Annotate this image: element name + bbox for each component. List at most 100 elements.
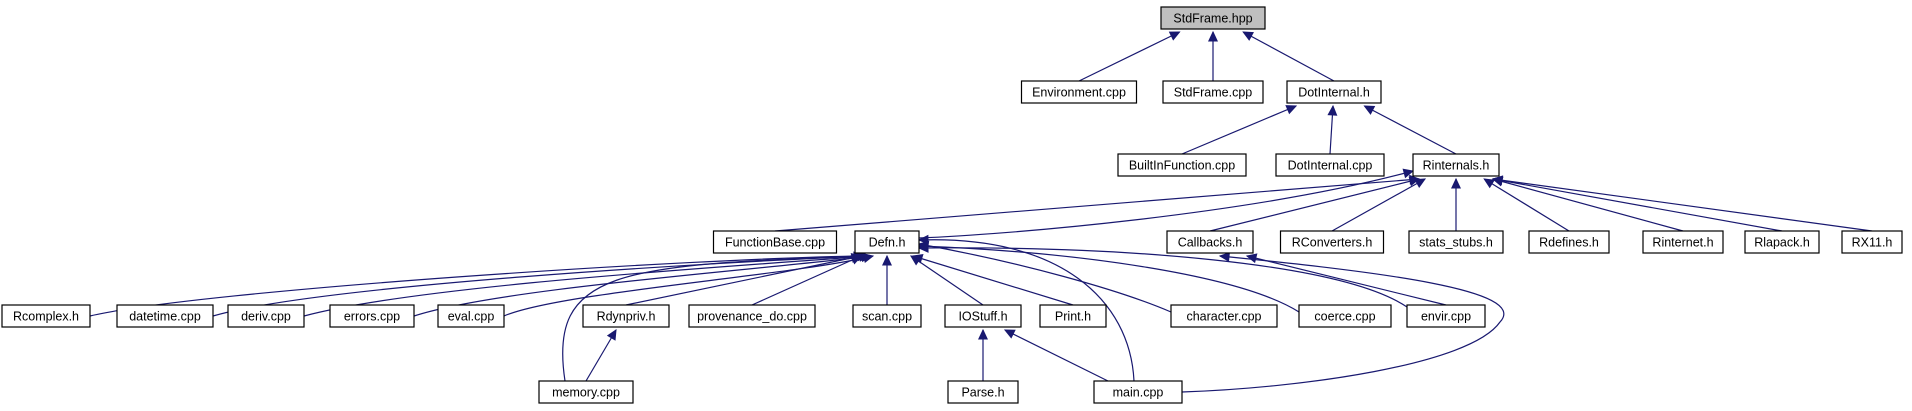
node-label: coerce.cpp (1314, 310, 1375, 324)
edge-rdynpriv_h-to-memory_cpp (585, 329, 617, 382)
arrowhead-iostuff_h-to-main_cpp (1003, 329, 1016, 339)
node-rdynpriv-h[interactable]: Rdynpriv.h (582, 304, 670, 328)
node-label: Rdynpriv.h (597, 310, 656, 324)
node-builtinfunction-cpp[interactable]: BuiltInFunction.cpp (1117, 153, 1247, 177)
arrowhead-defn_h-to-print_h (911, 254, 924, 264)
node-label: FunctionBase.cpp (725, 236, 825, 250)
node-label: Defn.h (869, 236, 906, 250)
node-character-cpp[interactable]: character.cpp (1170, 304, 1278, 328)
edge-defn_h-to-deriv_cpp (303, 255, 870, 317)
node-box (1412, 153, 1500, 177)
arrowhead-dotinternal_h-to-rinternals_h (1363, 105, 1376, 115)
node-box (944, 304, 1022, 328)
edge-stdframe_hpp-to-environment_cpp (1078, 31, 1180, 82)
node-box (1020, 80, 1138, 104)
node-box (1279, 230, 1385, 254)
node-box (1298, 304, 1392, 328)
node-rx11-h[interactable]: RX11.h (1841, 230, 1903, 254)
edge-rinternals_h-to-functionbase_cpp (774, 178, 1420, 232)
arrowhead-defn_h-to-eval_cpp (862, 253, 875, 263)
node-label: memory.cpp (552, 386, 620, 400)
node-label: Print.h (1055, 310, 1091, 324)
edge-rinternals_h-to-callbacks_h (1209, 178, 1420, 232)
arrowhead-rinternals_h-to-stats_stubs_h (1451, 177, 1461, 189)
node-rcomplex-h[interactable]: Rcomplex.h (1, 304, 91, 328)
arrowhead-rinternals_h-to-rx11_h (1491, 175, 1504, 186)
edge-rinternals_h-to-rlapack_h (1492, 178, 1783, 232)
node-memory-cpp[interactable]: memory.cpp (538, 380, 634, 404)
edge-rinternals_h-to-rx11_h (1492, 178, 1873, 232)
node-box (1170, 304, 1278, 328)
node-label: IOStuff.h (958, 310, 1007, 324)
node-box (538, 380, 634, 404)
node-functionbase-cpp[interactable]: FunctionBase.cpp (712, 230, 838, 254)
node-box (1642, 230, 1724, 254)
node-stdframe-cpp[interactable]: StdFrame.cpp (1162, 80, 1264, 104)
edge-defn_h-to-print_h (912, 255, 1074, 306)
node-rdefines-h[interactable]: Rdefines.h (1528, 230, 1610, 254)
node-provenance-do-cpp[interactable]: provenance_do.cpp (688, 304, 816, 328)
node-box (854, 230, 920, 254)
node-deriv-cpp[interactable]: deriv.cpp (227, 304, 305, 328)
node-stdframe-hpp: StdFrame.hpp (1160, 6, 1266, 30)
node-scan-cpp[interactable]: scan.cpp (852, 304, 922, 328)
node-dotinternal-h[interactable]: DotInternal.h (1286, 80, 1382, 104)
node-box (329, 304, 415, 328)
edge-defn_h-to-eval_cpp (503, 255, 874, 317)
arrowhead-rinternals_h-to-rdefines_h (1483, 178, 1495, 189)
edge-rinternals_h-to-rinternet_h (1492, 178, 1684, 232)
node-label: envir.cpp (1421, 310, 1471, 324)
edge-defn_h-to-iostuff_h (910, 255, 984, 306)
node-label: character.cpp (1186, 310, 1261, 324)
arrowhead-defn_h-to-memory_cpp (853, 251, 865, 262)
edge-rinternals_h-to-rdefines_h (1483, 178, 1570, 232)
node-label: RConverters.h (1292, 236, 1373, 250)
node-label: datetime.cpp (129, 310, 201, 324)
node-eval-cpp[interactable]: eval.cpp (437, 304, 505, 328)
node-box (1160, 6, 1266, 30)
node-coerce-cpp[interactable]: coerce.cpp (1298, 304, 1392, 328)
node-box (688, 304, 816, 328)
node-rconverters-h[interactable]: RConverters.h (1279, 230, 1385, 254)
node-datetime-cpp[interactable]: datetime.cpp (116, 304, 214, 328)
node-box (116, 304, 214, 328)
arrowhead-stdframe_hpp-to-stdframe_cpp (1208, 30, 1218, 42)
node-box (1286, 80, 1382, 104)
node-iostuff-h[interactable]: IOStuff.h (944, 304, 1022, 328)
node-label: DotInternal.cpp (1288, 159, 1373, 173)
node-envir-cpp[interactable]: envir.cpp (1406, 304, 1486, 328)
node-label: StdFrame.cpp (1174, 86, 1253, 100)
node-parse-h[interactable]: Parse.h (947, 380, 1019, 404)
node-rinternals-h[interactable]: Rinternals.h (1412, 153, 1500, 177)
arrowhead-dotinternal_h-to-builtinfunction_cpp (1285, 105, 1298, 115)
node-label: eval.cpp (448, 310, 495, 324)
node-defn-h[interactable]: Defn.h (854, 230, 920, 254)
node-dotinternal-cpp[interactable]: DotInternal.cpp (1275, 153, 1385, 177)
node-errors-cpp[interactable]: errors.cpp (329, 304, 415, 328)
edge-defn_h-to-main_cpp (918, 239, 1135, 382)
node-label: errors.cpp (344, 310, 400, 324)
node-print-h[interactable]: Print.h (1039, 304, 1107, 328)
node-label: Rinternet.h (1652, 236, 1713, 250)
node-callbacks-h[interactable]: Callbacks.h (1166, 230, 1254, 254)
node-label: deriv.cpp (241, 310, 291, 324)
node-box (712, 230, 838, 254)
node-main-cpp[interactable]: main.cpp (1093, 380, 1183, 404)
node-box (852, 304, 922, 328)
node-stats-stubs-h[interactable]: stats_stubs.h (1408, 230, 1504, 254)
node-label: DotInternal.h (1298, 86, 1370, 100)
node-box (1841, 230, 1903, 254)
arrowhead-iostuff_h-to-parse_h (978, 328, 988, 340)
node-box (1117, 153, 1247, 177)
node-label: scan.cpp (862, 310, 912, 324)
node-box (1039, 304, 1107, 328)
arrowhead-callbacks_h-to-main_cpp (1218, 251, 1230, 262)
arrowhead-stdframe_hpp-to-dotinternal_h (1242, 31, 1254, 41)
node-rlapack-h[interactable]: Rlapack.h (1744, 230, 1820, 254)
node-rinternet-h[interactable]: Rinternet.h (1642, 230, 1724, 254)
node-label: Rcomplex.h (13, 310, 79, 324)
node-box (582, 304, 670, 328)
node-environment-cpp[interactable]: Environment.cpp (1020, 80, 1138, 104)
node-box (1093, 380, 1183, 404)
arrowhead-dotinternal_h-to-dotinternal_cpp (1327, 104, 1338, 116)
